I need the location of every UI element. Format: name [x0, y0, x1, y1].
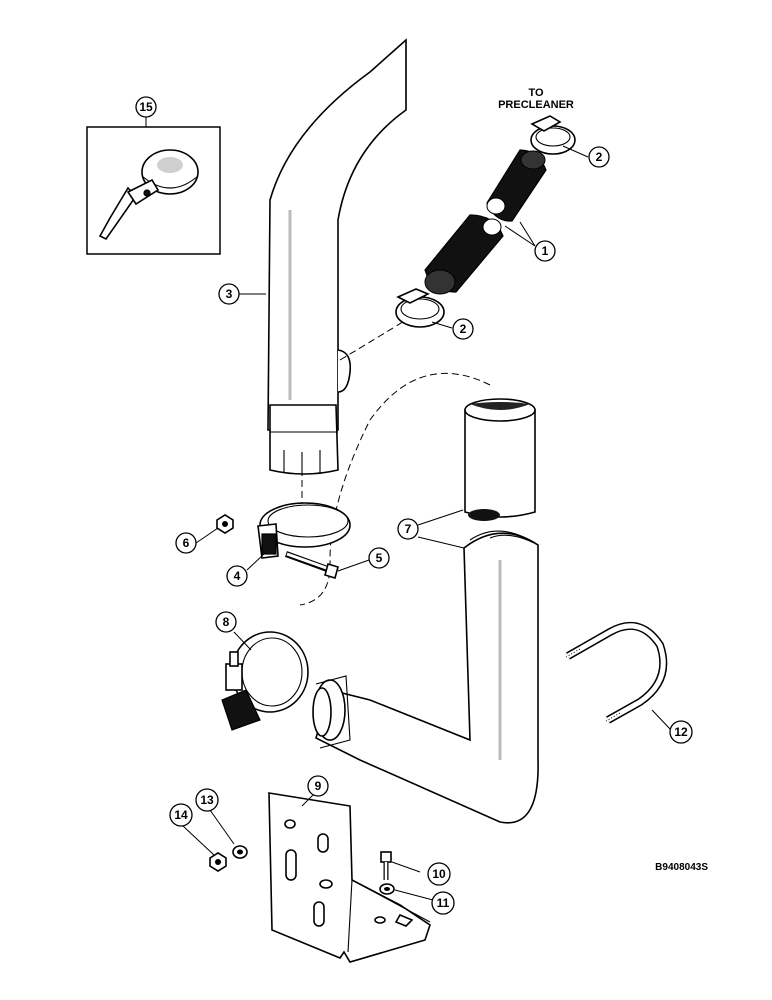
mounting-bracket [268, 792, 431, 963]
exhaust-stack-pipe [267, 38, 407, 476]
callout-4: 4 [226, 565, 248, 587]
svg-text:15: 15 [139, 100, 153, 114]
svg-text:2: 2 [596, 150, 603, 164]
callout-7: 7 [397, 518, 419, 540]
callout-2-upper: 2 [588, 146, 610, 168]
hex-nut-6 [216, 514, 234, 534]
lock-washer-13 [232, 845, 248, 859]
v-band-clamp [221, 631, 309, 731]
detail-inset-15 [86, 117, 221, 255]
stack-band-clamp [257, 502, 351, 559]
svg-text:7: 7 [405, 522, 412, 536]
flat-washer-11 [379, 883, 395, 895]
callout-8: 8 [215, 611, 237, 633]
callout-10: 10 [427, 862, 451, 886]
figure-id: B9408043S [655, 862, 708, 873]
callout-13: 13 [195, 788, 219, 812]
hose-pair [424, 149, 547, 295]
callout-12: 12 [669, 720, 693, 744]
note-precleaner-line2: PRECLEANER [498, 99, 574, 111]
callout-11: 11 [431, 891, 455, 915]
hex-nut-14 [209, 852, 227, 872]
bracket-bolt [380, 851, 392, 880]
svg-text:11: 11 [437, 896, 450, 910]
callout-6: 6 [175, 532, 197, 554]
u-bolt [565, 621, 668, 724]
svg-text:13: 13 [200, 793, 214, 807]
hose-clamp-lower [395, 288, 445, 328]
svg-text:2: 2 [460, 322, 467, 336]
note-to-line1: TO [528, 87, 544, 99]
svg-text:4: 4 [234, 569, 241, 583]
svg-text:5: 5 [376, 551, 383, 565]
svg-text:14: 14 [174, 808, 188, 822]
svg-text:6: 6 [183, 536, 190, 550]
callout-3: 3 [218, 283, 240, 305]
leader-lines [182, 145, 672, 901]
elbow-pipe-lower-section [312, 530, 539, 824]
clamp-bolt [284, 551, 339, 580]
hose-clamp-upper [530, 115, 576, 155]
callout-5: 5 [368, 547, 390, 569]
svg-text:3: 3 [226, 287, 233, 301]
callout-14: 14 [169, 803, 193, 827]
callout-9: 9 [307, 775, 329, 797]
callout-1: 1 [534, 240, 556, 262]
callout-2-lower: 2 [452, 318, 474, 340]
elbow-pipe-upper-section [464, 398, 536, 521]
svg-text:1: 1 [542, 244, 549, 258]
svg-text:8: 8 [223, 615, 230, 629]
svg-text:10: 10 [432, 867, 446, 881]
svg-text:9: 9 [315, 779, 322, 793]
svg-text:12: 12 [674, 725, 688, 739]
callout-15: 15 [135, 96, 157, 118]
